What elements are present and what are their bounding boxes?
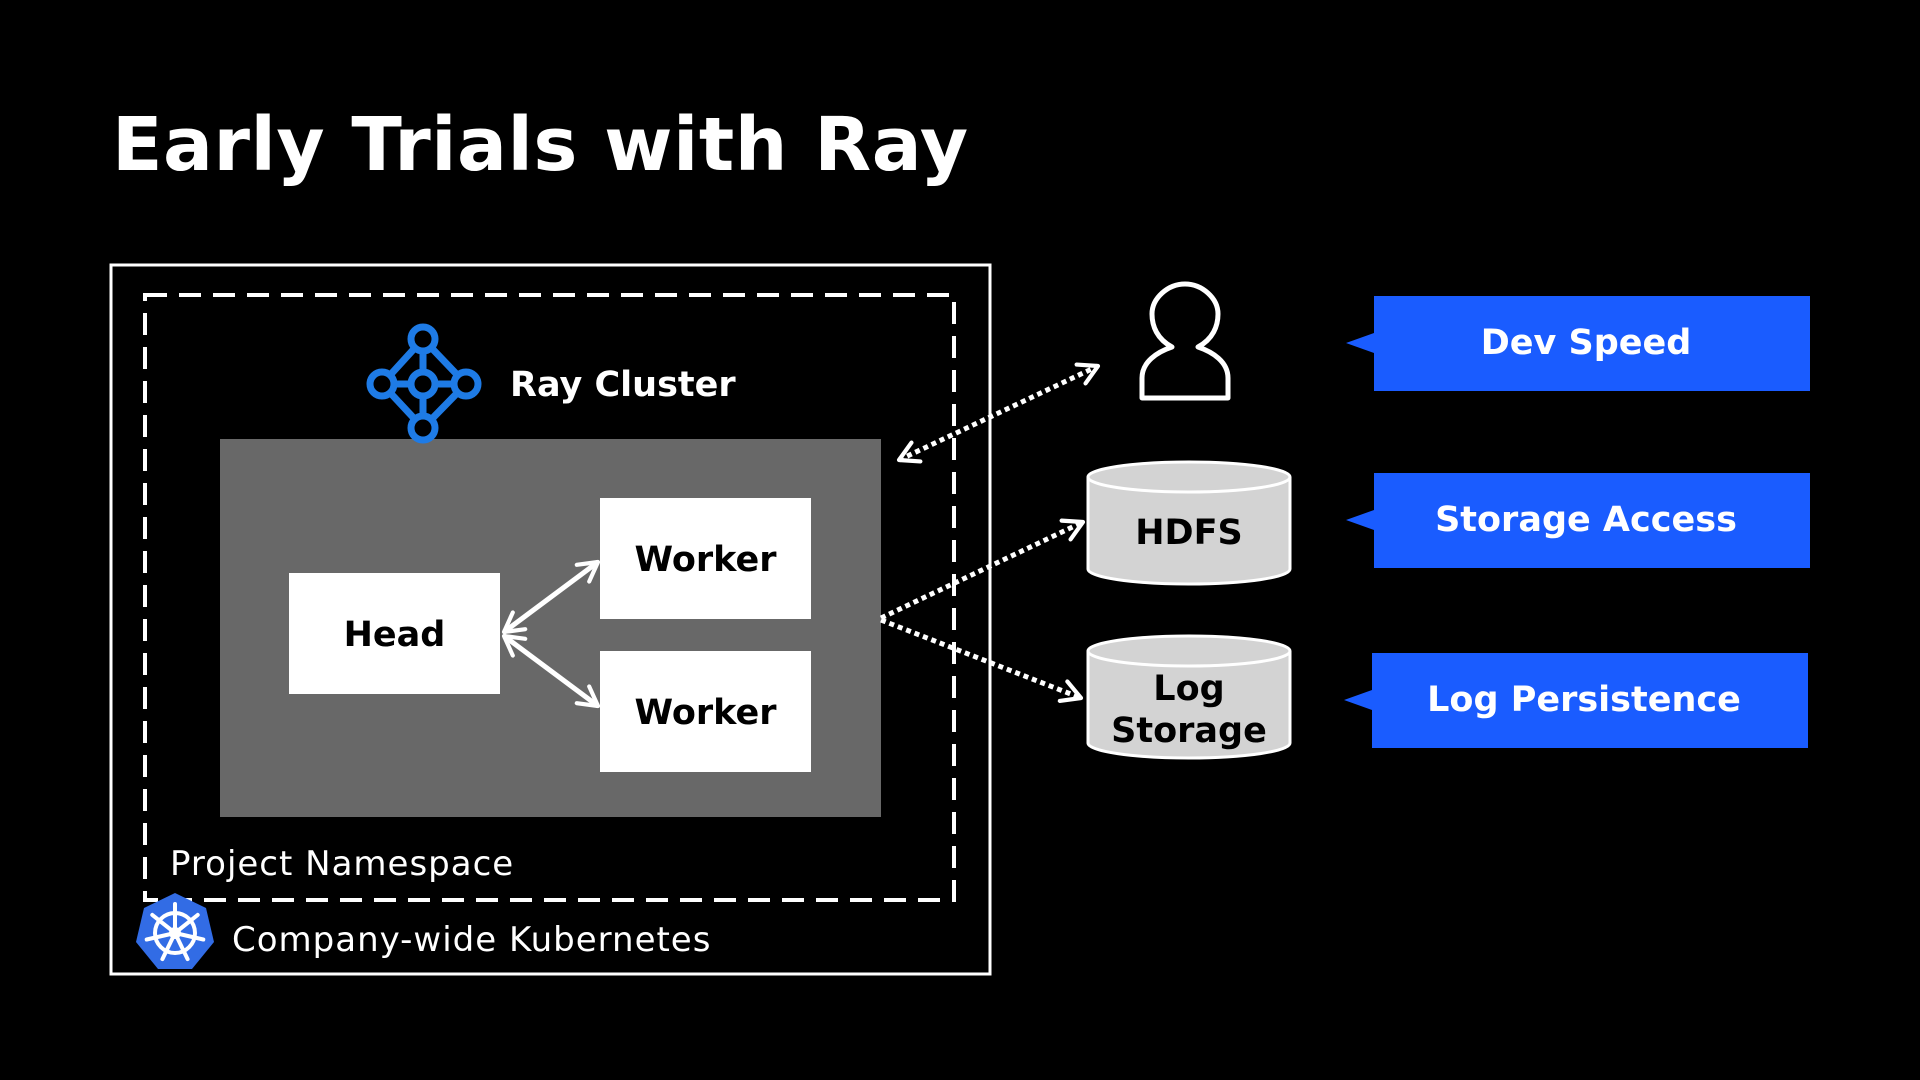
callout-storage-access-label: Storage Access (1435, 500, 1737, 540)
head-worker-2-arrow (501, 633, 601, 709)
namespace-label: Project Namespace (170, 844, 514, 884)
log-storage-label-line1: Log (1153, 669, 1224, 709)
callout-dev-speed: Dev Speed (1346, 296, 1810, 391)
callout-dev-speed-label: Dev Speed (1481, 323, 1692, 363)
ray-logo-icon (366, 323, 482, 444)
callout-log-persistence: Log Persistence (1344, 653, 1808, 748)
head-node (289, 573, 500, 694)
kubernetes-helm-icon (136, 893, 214, 969)
worker-node-2 (600, 651, 811, 772)
cluster-label: Ray Cluster (510, 365, 736, 405)
kubernetes-label: Company-wide Kubernetes (232, 920, 711, 960)
worker-node-1 (600, 498, 811, 619)
worker-node-1-label: Worker (635, 540, 778, 580)
kubernetes-box (109, 263, 992, 976)
hdfs-storage-cylinder (1086, 460, 1292, 586)
user-icon (1139, 281, 1231, 401)
worker-node-2-label: Worker (635, 693, 778, 733)
log-storage-label-line2: Storage (1111, 711, 1267, 751)
head-worker-1-arrow (501, 559, 601, 635)
callout-log-persistence-label: Log Persistence (1427, 680, 1741, 720)
namespace-box (143, 293, 956, 902)
cluster-log-storage-arrow (880, 617, 1084, 703)
hdfs-label: HDFS (1135, 513, 1242, 553)
head-node-label: Head (344, 615, 446, 655)
callout-storage-access: Storage Access (1346, 473, 1810, 568)
log-storage-cylinder (1086, 634, 1292, 760)
slide-title: Early Trials with Ray (112, 102, 969, 188)
cluster-hdfs-arrow (879, 518, 1086, 621)
cluster-user-arrow (896, 362, 1101, 464)
